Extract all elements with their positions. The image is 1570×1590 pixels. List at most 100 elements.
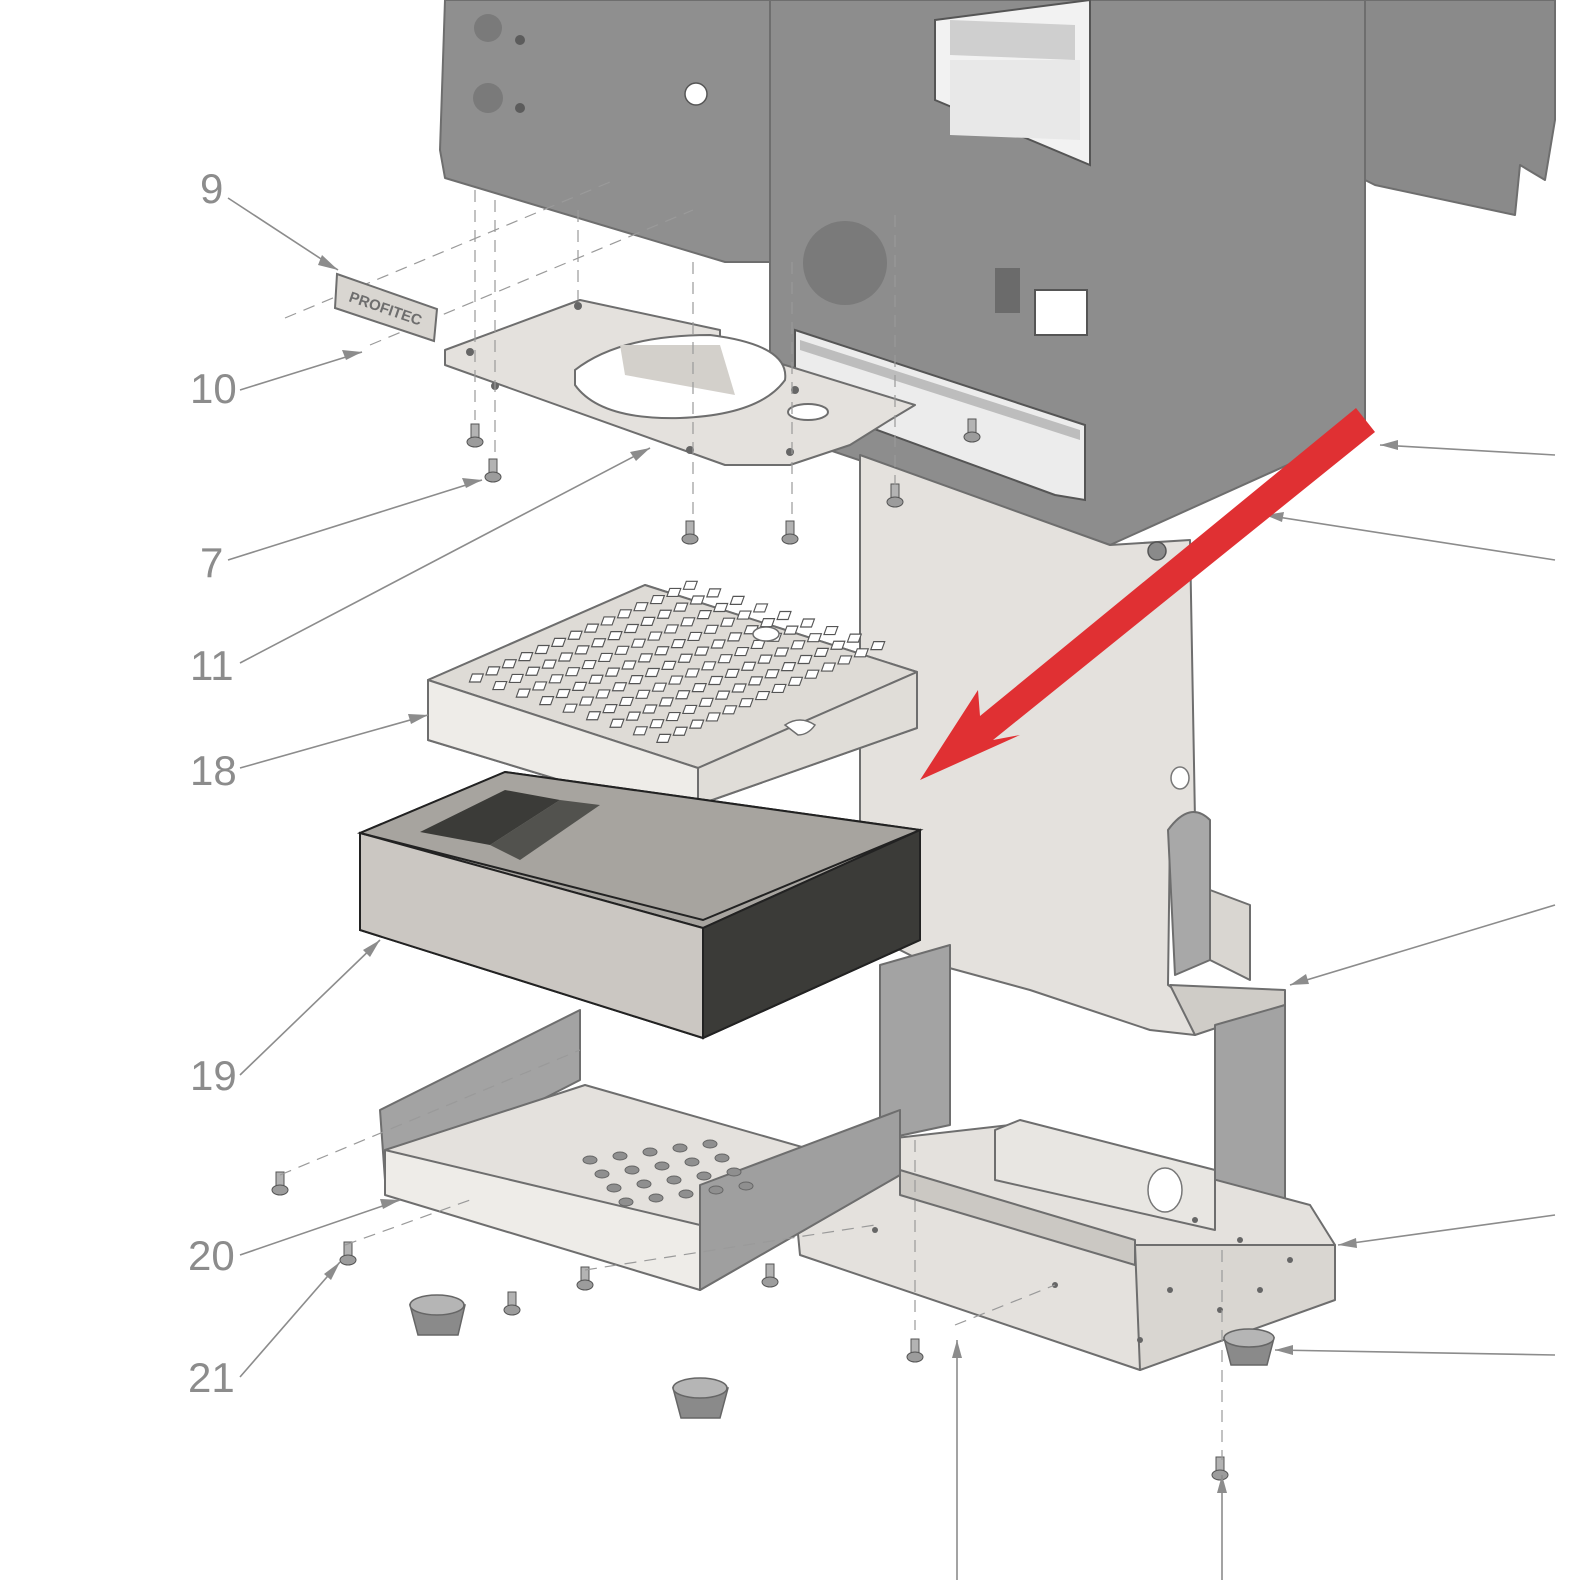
foot-2 — [672, 1377, 729, 1419]
grate-hole — [823, 625, 839, 636]
callout-21: 21 — [188, 1354, 235, 1401]
grate-hole — [729, 595, 745, 605]
grate-hole — [635, 689, 651, 699]
grate-hole — [534, 644, 550, 655]
screw — [681, 520, 699, 545]
grate-hole — [759, 618, 776, 628]
grate-hole — [663, 624, 680, 634]
grate-hole — [656, 609, 673, 619]
grate-hole — [830, 640, 846, 650]
back-panel — [859, 454, 1286, 1036]
grate-hole — [846, 633, 863, 643]
tray-hole — [738, 1181, 754, 1191]
grate-hole — [658, 697, 675, 707]
grate-hole — [595, 689, 611, 699]
grate-hole — [642, 704, 658, 714]
grate-hole — [600, 616, 616, 626]
grate-hole — [468, 673, 485, 683]
grate-hole — [531, 681, 548, 691]
top-plate — [444, 299, 916, 466]
tray-hole — [636, 1179, 652, 1189]
grate-hole — [485, 666, 501, 676]
grate-hole — [515, 688, 532, 698]
grate-hole — [806, 633, 823, 643]
grate-hole — [640, 616, 656, 626]
screw — [503, 1291, 521, 1316]
tray-hole — [642, 1147, 658, 1157]
grate-hole — [567, 630, 583, 640]
grate-hole — [712, 602, 729, 613]
tray-support-holes — [582, 1139, 754, 1207]
screw — [1211, 1456, 1229, 1481]
grate-hole — [764, 669, 780, 679]
grate-hole — [721, 705, 738, 715]
grate-hole — [733, 646, 750, 657]
nameplate: PROFITEC — [333, 272, 439, 343]
grate-hole — [680, 617, 696, 627]
screw — [466, 423, 484, 448]
grate-hole — [607, 631, 623, 641]
callout-10: 10 — [190, 365, 237, 412]
grate-holes — [468, 580, 886, 743]
tray-hole — [666, 1175, 682, 1185]
screw — [781, 520, 799, 545]
grate-hole — [611, 682, 628, 692]
callout-20: 20 — [188, 1232, 235, 1279]
tray-hole — [684, 1157, 700, 1167]
tray-hole — [612, 1151, 628, 1161]
drip-tray-box — [356, 770, 924, 1040]
grate-hole — [517, 652, 534, 662]
grate-hole — [557, 652, 574, 662]
grate-hole — [621, 660, 637, 670]
tray-hole — [678, 1189, 694, 1199]
grate-hole — [623, 623, 640, 634]
grate-hole — [736, 610, 752, 620]
screw — [906, 1338, 924, 1363]
tray-hole — [672, 1143, 688, 1153]
callout-9: 9 — [200, 165, 223, 212]
tray-hole — [594, 1169, 610, 1179]
rubber-feet — [409, 1294, 1275, 1419]
grate-hole — [677, 653, 694, 663]
grate-hole — [681, 704, 698, 715]
grate-hole — [799, 618, 816, 628]
screw — [484, 458, 502, 483]
grate-hole — [524, 666, 541, 676]
grate-hole — [618, 696, 635, 707]
grate-hole — [752, 603, 769, 613]
grate-hole — [724, 668, 740, 678]
grate-hole — [614, 645, 630, 655]
grate-hole — [675, 690, 691, 700]
grate-hole — [538, 696, 555, 706]
grate-hole — [717, 654, 733, 664]
grate-hole — [707, 675, 724, 686]
grate-hole — [628, 675, 644, 685]
screws — [271, 418, 1229, 1481]
grate-hole — [687, 631, 703, 642]
tray-hole — [714, 1153, 730, 1163]
grate-hole — [581, 659, 597, 670]
grate-hole — [597, 652, 614, 663]
callout-19: 19 — [190, 1052, 237, 1099]
grate-hole — [649, 719, 665, 729]
tray-hole — [696, 1171, 712, 1181]
grate-hole — [696, 610, 713, 620]
grate-hole — [813, 647, 830, 657]
grate-hole — [590, 638, 607, 648]
grate-hole — [585, 711, 602, 721]
machine-body — [439, 0, 1556, 546]
grate-hole — [616, 609, 633, 619]
grate-hole — [583, 623, 600, 633]
grate-hole — [548, 674, 564, 684]
grate-hole — [714, 690, 731, 700]
grate-hole — [750, 639, 766, 650]
callouts: 9 10 7 11 18 19 20 21 — [188, 165, 1556, 1580]
grate-hole — [588, 674, 604, 684]
grate-hole — [837, 655, 853, 665]
tray-hole — [726, 1167, 742, 1177]
grate-hole — [787, 676, 804, 686]
base-frame — [789, 1119, 1336, 1371]
grate-hole — [731, 683, 747, 693]
grate-hole — [647, 631, 663, 641]
